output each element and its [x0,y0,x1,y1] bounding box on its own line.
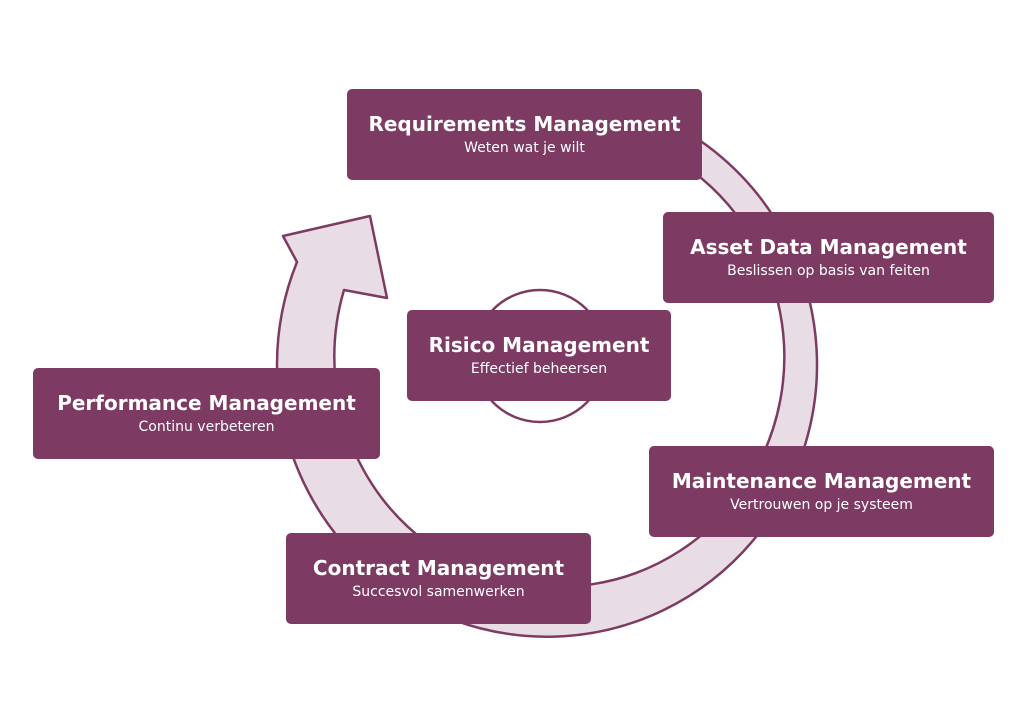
box-title: Performance Management [57,390,356,415]
box-subtitle: Effectief beheersen [470,360,608,377]
box-subtitle: Continu verbeteren [138,418,275,435]
box-title: Risico Management [428,332,650,357]
contract-management-box: Contract Management Succesvol samenwerke… [286,533,591,624]
box-subtitle: Vertrouwen op je systeem [730,496,913,513]
box-title: Maintenance Management [671,468,972,493]
box-title: Contract Management [312,555,565,580]
box-title: Asset Data Management [690,234,967,259]
box-subtitle: Beslissen op basis van feiten [727,262,930,279]
requirements-management-box: Requirements Management Weten wat je wil… [347,89,702,180]
performance-management-box: Performance Management Continu verbetere… [33,368,380,459]
box-subtitle: Weten wat je wilt [464,139,585,156]
box-title: Requirements Management [368,111,681,136]
box-subtitle: Succesvol samenwerken [352,583,525,600]
risico-management-box: Risico Management Effectief beheersen [407,310,671,401]
asset-data-management-box: Asset Data Management Beslissen op basis… [663,212,994,303]
maintenance-management-box: Maintenance Management Vertrouwen op je … [649,446,994,537]
